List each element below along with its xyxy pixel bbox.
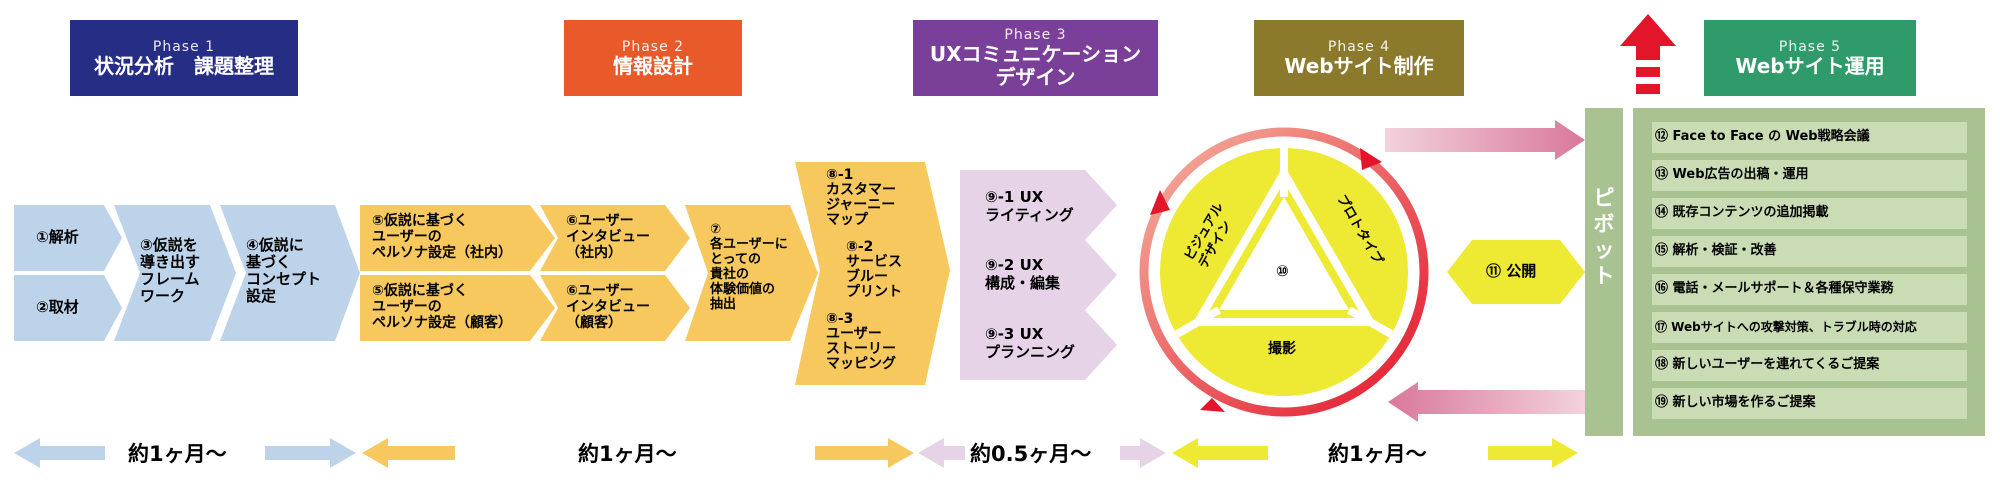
step-analysis-label: ①解析 [36,228,79,246]
pivot-column [1585,108,1623,436]
phase4-number: Phase 4 [1327,38,1391,55]
duration-phase4: 約1ヶ月〜 [1328,442,1427,466]
phase5-item-bg-8 [1652,388,1967,419]
step-planning-shape [960,310,1117,380]
phase2-title: 情報設計 [613,53,693,78]
step-concept-label: ④仮説に 基づく コンセプト 設定 [246,236,322,305]
pivot-label: ピ ボ ッ ト [1593,186,1615,288]
phase2-number: Phase 2 [621,38,685,55]
step-persona-customer-shape [360,275,555,341]
phase5-item-bg-1 [1652,122,1967,153]
step-persona-internal-label: ⑤仮説に基づく ユーザーの ペルソナ設定（社内） [372,213,512,261]
duration2-left-arrow [362,438,455,468]
phase5-item-7: ⑱ 新しいユーザーを連れてくるご提案 [1655,357,1880,372]
phase4-title: Webサイト制作 [1284,53,1434,78]
cycle-center-hole [1219,197,1349,310]
duration3-right-arrow [1120,438,1166,468]
step-analysis-shape [14,205,122,271]
cycle-shoot-label: 撮影 [1268,341,1296,357]
phase5-title: Webサイト運用 [1735,53,1885,78]
phase5-header: Phase 5 Webサイト運用 [1704,20,1916,96]
phase5-item-bg-7 [1652,350,1967,381]
step-material-shape [14,275,122,341]
step-story-label: ⑧-3 ユーザー ストーリー マッピング [826,311,896,372]
step-experience-value-shape [685,205,818,341]
publish-label: ⑪ 公開 [1486,262,1537,280]
phase5-item-bg-6 [1652,312,1967,343]
step-journey-label: ⑧-1 カスタマー ジャーニー マップ [826,167,896,228]
cycle-divider-right [1347,306,1393,338]
phase5-item-1: ⑫ Face to Face の Web戦略会議 [1655,129,1870,144]
step-persona-internal-shape [360,205,555,271]
phase5-item-bg-5 [1652,274,1967,305]
step-hypothesis-shape [114,205,236,341]
step-material-label: ②取材 [36,298,79,316]
phase5-panel [1633,108,1985,436]
duration4-right-arrow [1488,438,1578,468]
step-experience-value-label: ⑦ 各ユーザーに とっての 貴社の 体験価値の 抽出 [710,222,788,312]
phase5-item-4: ⑮ 解析・検証・改善 [1655,243,1777,258]
phase3-header: Phase 3 UXコミュニケーション デザイン [913,20,1158,96]
phase4-header: Phase 4 Webサイト制作 [1254,20,1464,96]
cycle-center-label: ⑩ [1276,262,1289,280]
phase5-item-6: ⑰ Webサイトへの攻撃対策、トラブル時の対応 [1655,320,1917,334]
duration4-left-arrow [1172,438,1268,468]
cycle-arrowhead-bottom [1200,398,1225,412]
step-writing-label: ⑨-1 UX ライティング [985,188,1074,224]
phase5-item-8: ⑲ 新しい市場を作るご提案 [1655,395,1816,410]
duration2-right-arrow [815,438,914,468]
duration-phase3: 約0.5ヶ月〜 [970,442,1092,466]
duration3-left-arrow [918,438,965,468]
cycle-ring [1139,127,1429,417]
step-concept-shape [220,205,360,341]
pink-arrow-from-pivot [1388,382,1585,422]
step-writing-shape [960,170,1117,240]
phase5-item-bg-2 [1652,160,1967,191]
duration-phase1: 約1ヶ月〜 [128,442,227,466]
cycle-divider-left [1175,306,1221,338]
phase5-item-3: ⑭ 既存コンテンツの追加掲載 [1655,205,1829,220]
phase1-number: Phase 1 [152,38,216,55]
red-dash-2 [1636,84,1660,94]
phase1-title: 状況分析 課題整理 [94,53,274,78]
step-editing-label: ⑨-2 UX 構成・編集 [985,256,1061,292]
step-interview-customer-shape [540,275,690,341]
duration1-left-arrow [14,438,105,468]
step-persona-customer-label: ⑤仮説に基づく ユーザーの ペルソナ設定（顧客） [372,283,512,331]
step-journey-shape [795,162,950,385]
step-planning-label: ⑨-3 UX プランニング [985,325,1076,361]
step-hypothesis-label: ③仮説を 導き出す フレーム ワーク [140,236,201,305]
publish-hexagon [1447,240,1585,304]
step-interview-customer-label: ⑥ユーザー インタビュー （顧客） [566,283,650,331]
phase1-header: Phase 1 状況分析 課題整理 [70,20,298,96]
step-editing-shape [960,240,1117,310]
duration1-right-arrow [265,438,356,468]
phase5-item-bg-3 [1652,198,1967,229]
red-dash-1 [1636,67,1660,77]
step-blueprint-label: ⑧-2 サービス ブルー プリント [846,239,902,300]
phase2-header: Phase 2 情報設計 [564,20,742,96]
phase5-item-2: ⑬ Web広告の出稿・運用 [1655,167,1809,182]
phase3-number: Phase 3 [1004,27,1067,43]
step-interview-internal-shape [540,205,690,271]
pink-arrow-to-pivot [1385,120,1585,160]
red-up-arrow [1620,14,1676,60]
phase5-number: Phase 5 [1778,38,1842,55]
cycle-arrowhead-left [1150,190,1170,215]
phase5-item-bg-4 [1652,236,1967,267]
duration-phase2: 約1ヶ月〜 [578,442,677,466]
cycle-diagram [1139,127,1429,417]
step-interview-internal-label: ⑥ユーザー インタビュー （社内） [566,213,650,261]
phase5-item-5: ⑯ 電話・メールサポート＆各種保守業務 [1655,281,1894,296]
phase3-title: UXコミュニケーション デザイン [929,42,1142,89]
cycle-arrowhead-top [1360,148,1382,170]
